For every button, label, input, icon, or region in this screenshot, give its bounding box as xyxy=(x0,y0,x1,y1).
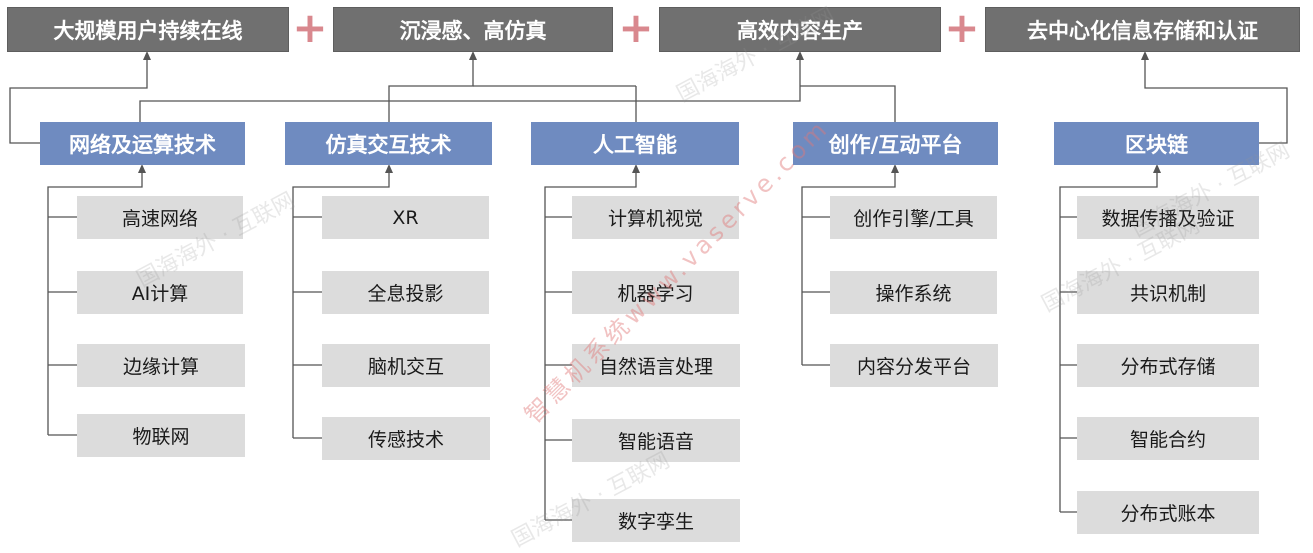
plus-icon: + xyxy=(618,3,654,52)
leaf-item: 高速网络 xyxy=(77,196,243,239)
goal-decentralized-storage: 去中心化信息存储和认证 xyxy=(985,7,1300,52)
leaf-item: 物联网 xyxy=(77,414,245,457)
category-ai: 人工智能 xyxy=(531,122,739,165)
leaf-item: 传感技术 xyxy=(322,417,490,460)
leaf-item: 共识机制 xyxy=(1077,271,1259,314)
leaf-item: 计算机视觉 xyxy=(572,196,739,239)
leaf-item: 自然语言处理 xyxy=(572,344,740,387)
leaf-item: 数字孪生 xyxy=(572,499,740,542)
leaf-item: 智能语音 xyxy=(572,419,740,462)
leaf-item: XR xyxy=(322,196,489,239)
goal-content-production: 高效内容生产 xyxy=(659,7,941,52)
category-simulation-interaction: 仿真交互技术 xyxy=(285,122,492,165)
category-blockchain: 区块链 xyxy=(1054,122,1259,165)
leaf-item: 分布式存储 xyxy=(1077,344,1259,387)
plus-icon: + xyxy=(944,3,980,52)
leaf-item: 创作引擎/工具 xyxy=(830,196,997,239)
category-network-computing: 网络及运算技术 xyxy=(40,122,245,165)
leaf-item: 全息投影 xyxy=(322,271,489,314)
plus-icon: + xyxy=(292,3,328,52)
leaf-item: 数据传播及验证 xyxy=(1077,196,1259,239)
leaf-item: 智能合约 xyxy=(1077,417,1259,460)
leaf-item: AI计算 xyxy=(77,271,243,314)
leaf-item: 操作系统 xyxy=(830,271,997,314)
leaf-item: 机器学习 xyxy=(572,271,739,314)
leaf-item: 脑机交互 xyxy=(322,344,490,387)
goal-immersion: 沉浸感、高仿真 xyxy=(333,7,613,52)
leaf-item: 内容分发平台 xyxy=(830,344,998,387)
leaf-item: 边缘计算 xyxy=(77,344,245,387)
goal-online-users: 大规模用户持续在线 xyxy=(7,7,289,52)
category-creation-platform: 创作/互动平台 xyxy=(793,122,998,165)
leaf-item: 分布式账本 xyxy=(1077,491,1259,534)
